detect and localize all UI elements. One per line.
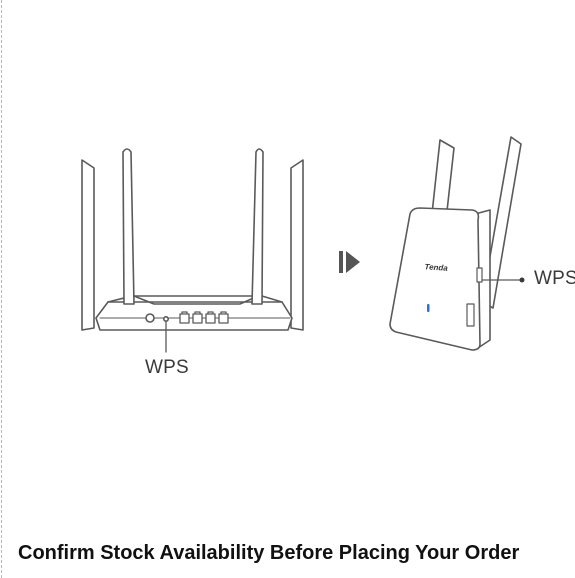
extender-wps-label: WPS [534,268,575,289]
extender-brand-logo: Tenda [424,262,448,273]
router-wps-label: WPS [145,357,189,378]
router-lan-ports [179,311,229,324]
extender-led [427,304,430,312]
router-antenna-right-inner [251,148,264,305]
stock-notice: Confirm Stock Availability Before Placin… [18,542,520,564]
direction-arrow-icon [339,251,360,273]
router-illustration [81,148,304,353]
router-antenna-right-outer [290,159,304,331]
extender-antenna-right [481,136,522,309]
router-power-port [145,313,155,323]
router-antenna-left-outer [81,159,95,331]
extender-illustration [389,136,525,351]
extender-body [389,207,481,351]
left-dashed-border [1,0,2,578]
router-antenna-left-inner [122,148,135,305]
